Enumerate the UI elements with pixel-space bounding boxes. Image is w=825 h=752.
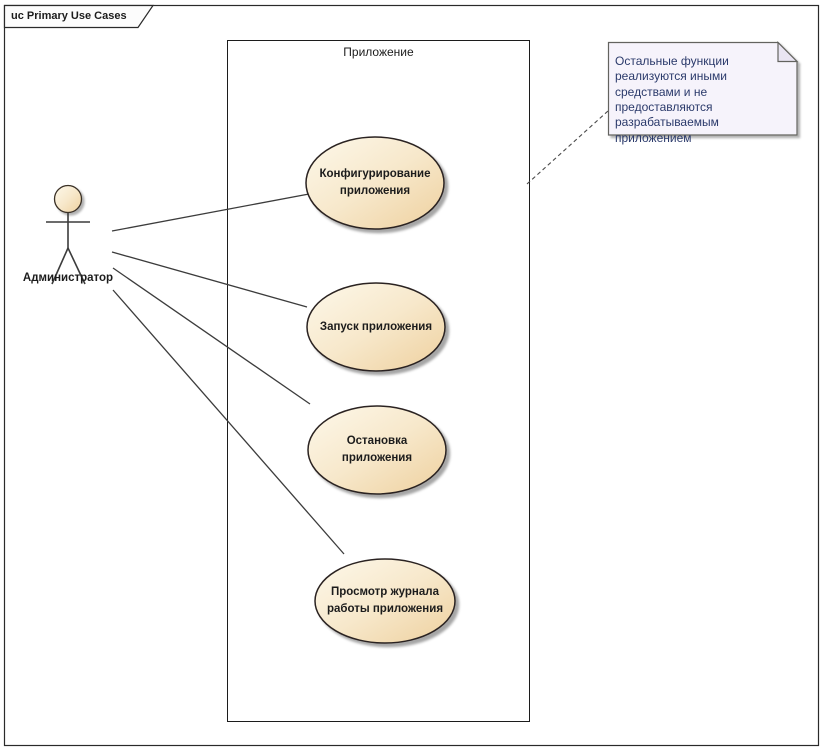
- actor-leg-left: [51, 247, 69, 285]
- actor-leg-right: [67, 247, 86, 285]
- usecase-stop-ellipse[interactable]: [307, 405, 447, 495]
- connector-actor-configure[interactable]: [111, 193, 310, 232]
- actor-head: [53, 184, 83, 214]
- usecase-launch-ellipse[interactable]: [306, 282, 446, 372]
- note-body: [607, 41, 798, 136]
- usecase-viewlog-ellipse[interactable]: [314, 558, 456, 644]
- usecase-configure-ellipse[interactable]: [305, 136, 445, 230]
- actor-administrator[interactable]: [46, 184, 90, 285]
- note-element[interactable]: [607, 41, 799, 136]
- connector-actor-launch[interactable]: [111, 251, 308, 308]
- note-fold-corner: [777, 41, 799, 63]
- frame-title-tab: [3, 4, 155, 29]
- frame-title: uc Primary Use Cases: [11, 10, 127, 22]
- connector-actor-stop[interactable]: [112, 267, 311, 405]
- connector-actor-viewlog[interactable]: [112, 289, 345, 555]
